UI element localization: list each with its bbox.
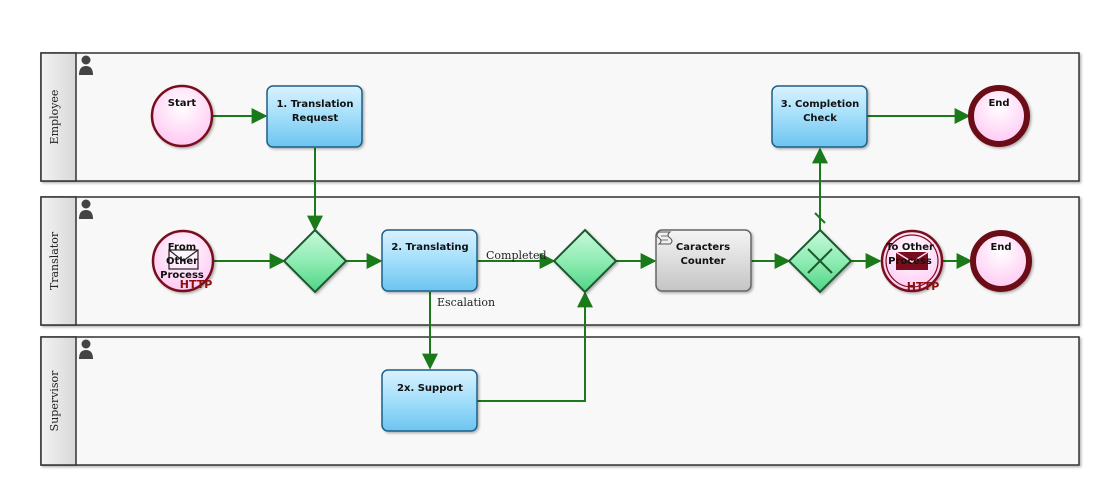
- flow-label-escalation: Escalation: [437, 296, 495, 309]
- task-translating-label: 2. Translating: [391, 242, 468, 253]
- script-task-characters-counter[interactable]: [655, 229, 752, 292]
- to-other-process-http-badge: HTTP: [907, 280, 940, 293]
- gateway-exclusive[interactable]: [787, 228, 853, 294]
- task-support[interactable]: [381, 369, 478, 432]
- task-characters-counter-label-1: Caracters: [676, 242, 730, 253]
- script-icon: [656, 231, 673, 245]
- gateway-merge[interactable]: [282, 228, 348, 294]
- flow-label-completed: Completed: [486, 249, 547, 262]
- end-event-employee[interactable]: [968, 85, 1030, 147]
- task-translation-request-label-1: 1. Translation: [276, 99, 353, 110]
- sequence-flows: [213, 108, 973, 402]
- message-start-from-other-process[interactable]: [151, 229, 215, 293]
- task-completion-check-label-2: Check: [803, 113, 837, 124]
- lane-person-icon: [79, 199, 93, 219]
- start-event[interactable]: [150, 84, 214, 148]
- to-other-process-label-1: To Other: [886, 242, 934, 253]
- task-translation-request[interactable]: [266, 85, 363, 148]
- lane-label-employee: Employee: [48, 90, 61, 145]
- lane-label-supervisor: Supervisor: [48, 370, 61, 431]
- envelope-icon: [168, 249, 199, 270]
- lane-person-icon: [79, 339, 93, 359]
- task-support-label: 2x. Support: [397, 383, 463, 394]
- envelope-flap-icon: [168, 249, 199, 262]
- x-mark-icon: [807, 248, 833, 274]
- start-event-label: Start: [168, 98, 197, 109]
- end-event-translator-label: End: [990, 242, 1011, 253]
- task-translating[interactable]: [381, 229, 478, 292]
- to-other-process-label-2: Process: [888, 256, 932, 267]
- task-characters-counter-label-2: Counter: [681, 256, 726, 267]
- end-event-employee-label: End: [988, 98, 1009, 109]
- task-completion-check-label-1: 3. Completion: [781, 99, 859, 110]
- from-other-process-label-3: Process: [160, 270, 204, 281]
- from-other-process-label-2: Other: [166, 256, 198, 267]
- task-completion-check[interactable]: [771, 85, 868, 148]
- message-end-to-other-process[interactable]: [880, 229, 944, 293]
- lane-label-translator: Translator: [48, 231, 61, 290]
- gateway-completed-merge[interactable]: [552, 228, 618, 294]
- from-other-process-label-1: From: [168, 242, 196, 253]
- lane-person-icon: [79, 55, 93, 75]
- envelope-flap-icon: [895, 251, 929, 263]
- from-other-process-http-badge: HTTP: [180, 278, 213, 291]
- default-flow-marker: [814, 212, 826, 224]
- flow-support-to-gateway[interactable]: [477, 291, 593, 402]
- end-event-translator[interactable]: [970, 230, 1032, 292]
- task-translation-request-label-2: Request: [292, 113, 338, 124]
